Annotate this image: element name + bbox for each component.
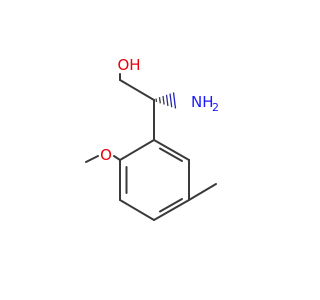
- amine-label: NH 2: [191, 93, 219, 114]
- bond-o-ch3: [85, 155, 99, 163]
- amine-label-text: NH: [191, 93, 214, 111]
- methoxy-oxygen-label: O: [100, 146, 112, 164]
- bond-c1-c2: [119, 139, 155, 161]
- bond-c2-o: [113, 155, 121, 161]
- aromatic-bond-inner-3: [159, 147, 183, 162]
- amine-label-subscript: 2: [212, 101, 219, 114]
- molecule-structure: OH NH 2 O: [85, 56, 219, 221]
- bonds: [85, 73, 217, 221]
- bond-methyl: [188, 183, 217, 201]
- bond-calpha-ch2: [119, 79, 155, 101]
- hydroxyl-label: OH: [117, 56, 140, 74]
- bond-c4-c5: [153, 199, 190, 221]
- bond-c3-c4: [119, 199, 155, 221]
- aromatic-bond-inner-2: [159, 198, 183, 213]
- bond-c6-c1: [153, 139, 190, 161]
- stereo-wedge-bond: [155, 92, 177, 109]
